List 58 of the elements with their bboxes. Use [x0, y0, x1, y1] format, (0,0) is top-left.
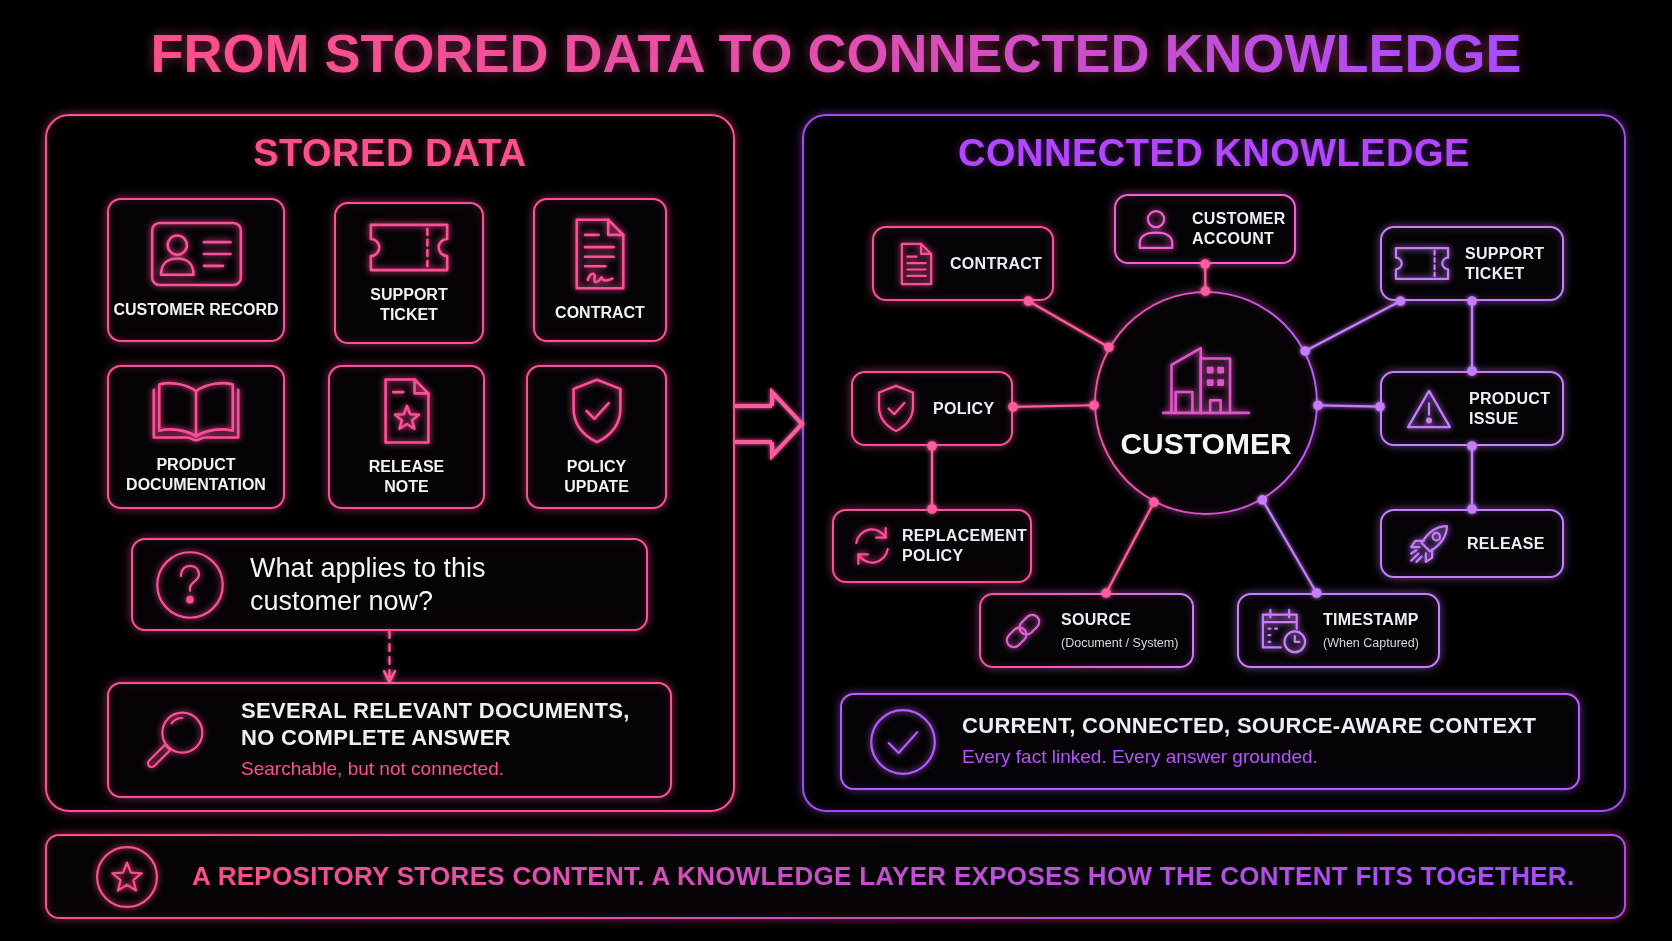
card-label: SUPPORT TICKET: [369, 284, 449, 325]
entity-detail: (When Captured): [1323, 634, 1419, 651]
entity-box: [872, 226, 1054, 301]
summary-box: [840, 693, 1580, 790]
connector-line: [1101, 497, 1159, 598]
entity-label: CONTRACT: [950, 253, 1043, 274]
connector-line: [1467, 296, 1477, 376]
card-label: CUSTOMER RECORD: [113, 300, 279, 320]
panel: [802, 114, 1626, 812]
entity-label: SOURCE: [1061, 610, 1132, 630]
entity-box: [851, 371, 1013, 446]
connector-line: [1467, 441, 1477, 514]
entity-label: CUSTOMER ACCOUNT: [1192, 209, 1286, 249]
card-label: POLICY UPDATE: [563, 457, 630, 497]
entity-box: [832, 509, 1032, 583]
data-card: [526, 365, 667, 509]
hub-label: CUSTOMER: [1120, 427, 1292, 460]
dashed-arrow: [382, 629, 397, 684]
data-card: [107, 365, 285, 509]
card-label: PRODUCT DOCUMENTATION: [125, 455, 267, 495]
entity-box: [1114, 194, 1296, 264]
connector-line: [1200, 259, 1211, 296]
summary-heading: CURRENT, CONNECTED, SOURCE-AWARE CONTEXT: [962, 713, 1537, 741]
entity-label: TIMESTAMP: [1323, 610, 1419, 630]
entity-label: PRODUCT ISSUE: [1469, 389, 1552, 428]
result-heading: SEVERAL RELEVANT DOCUMENTS, NO COMPLETE ANSWER: [241, 698, 631, 752]
data-card: [334, 202, 484, 344]
entity-box: [1380, 371, 1564, 446]
connector-line: [1008, 400, 1099, 412]
question-box: [131, 538, 648, 631]
connector-line: [1257, 495, 1322, 598]
entity-detail: (Document / System): [1061, 634, 1179, 651]
panel-heading: CONNECTED KNOWLEDGE: [958, 132, 1470, 176]
summary-note: Every fact linked. Every answer grounded.: [962, 745, 1318, 770]
data-card: [328, 365, 485, 509]
panel: [45, 114, 735, 812]
entity-label: SUPPORT TICKET: [1465, 244, 1546, 283]
result-box: [107, 682, 672, 798]
entity-box: [1380, 509, 1564, 578]
entity-label: POLICY: [933, 398, 995, 419]
data-card: [533, 198, 667, 342]
card-label: CONTRACT: [555, 303, 645, 323]
banner: [45, 834, 1626, 919]
panel-heading: STORED DATA: [253, 132, 527, 176]
entity-box: [1380, 226, 1564, 301]
connector-line: [1300, 296, 1406, 356]
connector-line: [1023, 296, 1114, 353]
entity-box: [979, 593, 1194, 668]
data-card: [107, 198, 285, 342]
hub-circle: [1094, 291, 1318, 515]
entity-label: REPLACEMENT POLICY: [902, 526, 1028, 566]
connector-line: [1313, 400, 1385, 412]
entity-box: [1237, 593, 1440, 668]
result-note: Searchable, but not connected.: [241, 757, 505, 781]
entity-label: RELEASE: [1467, 533, 1545, 554]
connector-line: [927, 441, 937, 514]
card-label: RELEASE NOTE: [367, 457, 446, 497]
question-text: What applies to this customer now?: [250, 551, 487, 618]
